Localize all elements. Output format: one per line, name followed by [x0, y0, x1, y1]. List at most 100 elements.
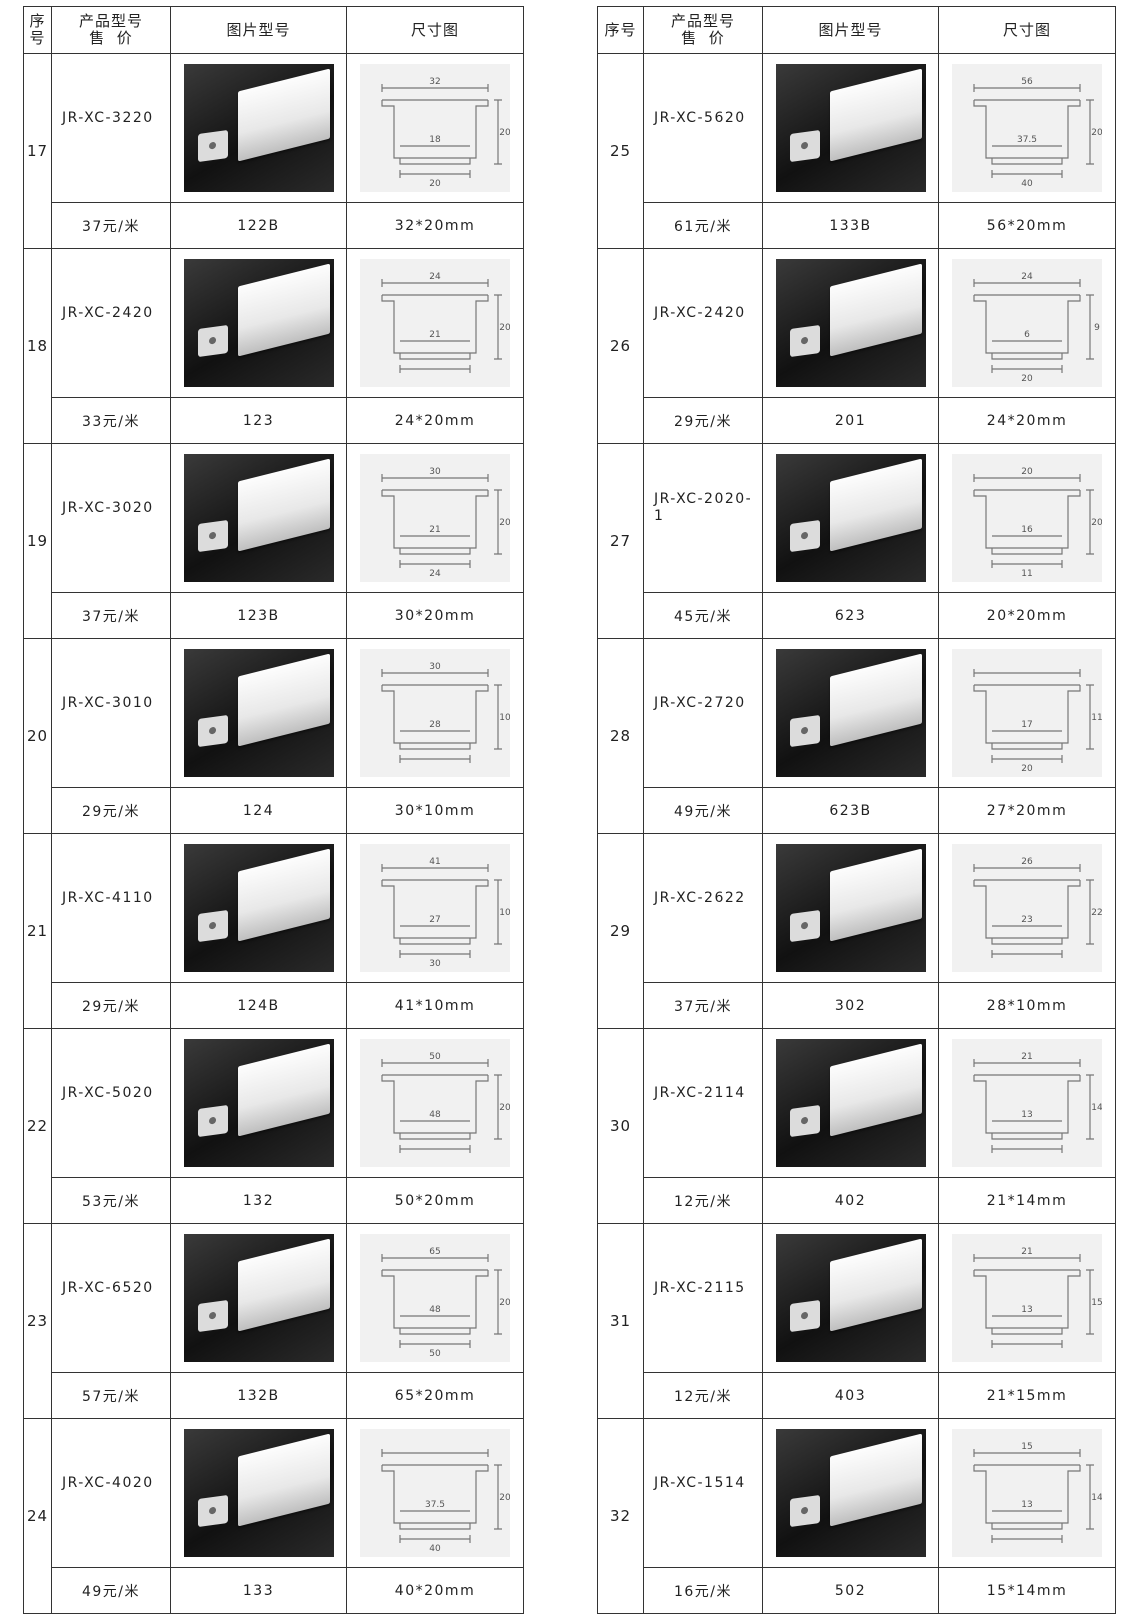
product-price: 29元/米: [643, 397, 763, 444]
header-price: 售 价: [89, 29, 133, 47]
header-model: 产品型号: [670, 12, 735, 30]
aluminum-profile-shape: [829, 1043, 922, 1137]
product-model: JR-XC-3220: [51, 53, 171, 203]
product-image-code: 502: [762, 1567, 939, 1614]
header-dimension: 尺寸图: [346, 6, 524, 54]
dim-height-label: 15: [1091, 1298, 1102, 1308]
end-cap-shape: [197, 519, 228, 553]
aluminum-profile-shape: [829, 1238, 922, 1332]
dim-inner-label: 21: [429, 525, 440, 535]
product-size: 32*20mm: [346, 202, 524, 249]
dim-inner-label: 37.5: [1017, 135, 1037, 145]
product-model: JR-XC-6520: [51, 1223, 171, 1373]
product-photo: [775, 64, 926, 192]
header-model: 产品型号: [78, 12, 143, 30]
dim-height-label: 20: [499, 1298, 510, 1308]
product-model: JR-XC-2114: [643, 1028, 763, 1178]
product-seq: 24: [23, 1418, 52, 1614]
dim-bottom-label: 50: [429, 1349, 441, 1359]
dim-top-label: 65: [429, 1247, 440, 1257]
product-price: 37元/米: [51, 202, 171, 249]
product-seq: 31: [597, 1223, 644, 1419]
product-model: JR-XC-4020: [51, 1418, 171, 1568]
end-cap-shape: [789, 909, 820, 943]
product-seq: 19: [23, 443, 52, 639]
product-seq: 32: [597, 1418, 644, 1614]
product-photo-cell: [762, 443, 939, 593]
dim-height-label: 20: [1091, 518, 1102, 528]
product-price: 29元/米: [51, 982, 171, 1029]
end-cap-shape: [789, 1494, 820, 1528]
product-photo: [775, 454, 926, 582]
dim-top-label: 20: [1021, 467, 1033, 477]
product-price: 53元/米: [51, 1177, 171, 1224]
header-seq: 序号: [597, 6, 644, 54]
product-price: 37元/米: [51, 592, 171, 639]
end-cap-shape: [197, 324, 228, 358]
dim-height-label: 20: [499, 128, 510, 138]
product-model: JR-XC-1514: [643, 1418, 763, 1568]
product-photo-cell: [170, 443, 347, 593]
dim-inner-label: 21: [429, 330, 440, 340]
product-image-code: 133: [170, 1567, 347, 1614]
product-seq: 22: [23, 1028, 52, 1224]
dim-top-label: 56: [1021, 77, 1033, 87]
product-photo: [183, 844, 334, 972]
product-seq: 29: [597, 833, 644, 1029]
dim-inner-label: 48: [429, 1305, 441, 1315]
dim-top-label: 26: [1021, 857, 1033, 867]
product-seq: 28: [597, 638, 644, 834]
dim-bottom-label: 40: [1021, 179, 1033, 189]
dim-height-label: 11: [1091, 713, 1102, 723]
product-size: 21*15mm: [938, 1372, 1116, 1419]
header-image: 图片型号: [762, 6, 939, 54]
dim-top-label: 30: [429, 467, 441, 477]
product-model: JR-XC-3010: [51, 638, 171, 788]
header-row: 序号 产品型号售 价 图片型号 尺寸图: [597, 6, 1116, 54]
end-cap-shape: [197, 1494, 228, 1528]
product-seq: 26: [597, 248, 644, 444]
product-size: 40*20mm: [346, 1567, 524, 1614]
product-model: JR-XC-2020-1: [643, 443, 763, 593]
product-image-code: 132: [170, 1177, 347, 1224]
product-price: 37元/米: [643, 982, 763, 1029]
product-seq: 21: [23, 833, 52, 1029]
product-image-code: 132B: [170, 1372, 347, 1419]
end-cap-shape: [789, 519, 820, 553]
dim-bottom-label: 30: [429, 959, 441, 969]
product-seq: 30: [597, 1028, 644, 1224]
end-cap-shape: [197, 1104, 228, 1138]
aluminum-profile-shape: [829, 68, 922, 162]
product-size: 21*14mm: [938, 1177, 1116, 1224]
aluminum-profile-shape: [829, 653, 922, 747]
header-dimension: 尺寸图: [938, 6, 1116, 54]
aluminum-profile-shape: [237, 458, 330, 552]
product-photo: [775, 649, 926, 777]
end-cap-shape: [197, 1299, 228, 1333]
